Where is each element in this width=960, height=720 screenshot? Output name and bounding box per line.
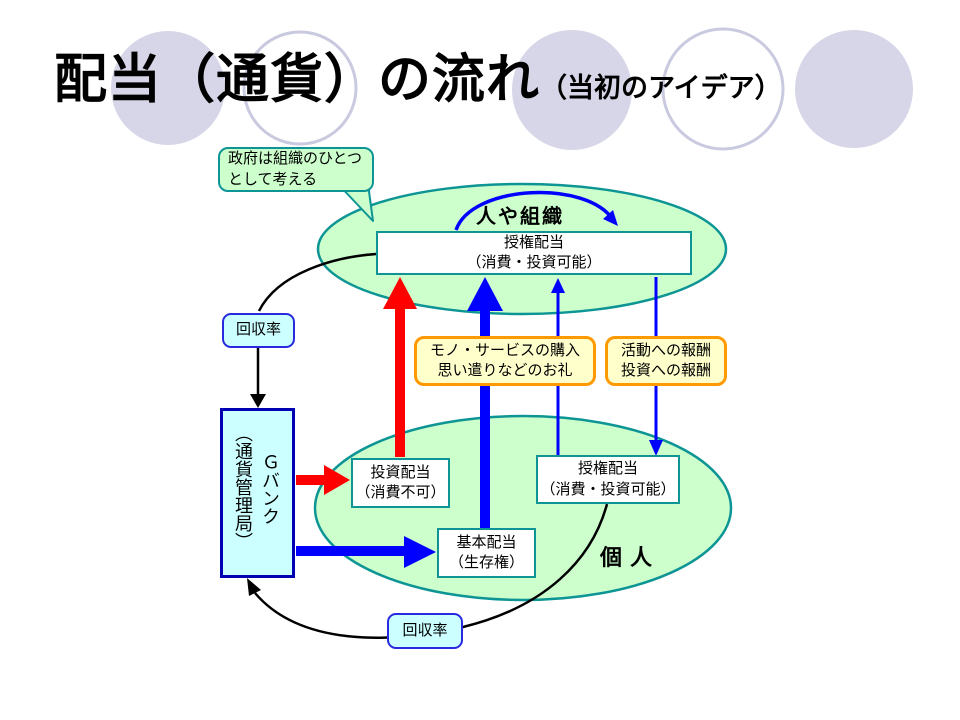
org-dividend-line-1: 授権配当 — [503, 233, 564, 251]
title-main-text: 配当（通貨）の流れ — [54, 50, 540, 109]
red-arrow-horizontal-shaft — [296, 475, 326, 485]
reward-line-1: 活動への報酬 — [620, 341, 711, 359]
deco-circle-filled-2 — [512, 30, 632, 150]
deco-circle-filled-3 — [795, 30, 913, 148]
thin-blue-up-head — [551, 278, 565, 293]
purchase-flow-box: モノ・サービスの購入 思い遣りなどのお礼 — [414, 336, 596, 386]
collection-rate-bottom-label: 回収率 — [402, 621, 448, 639]
red-arrow-vertical-shaft — [395, 306, 405, 457]
blue-arrow-horizontal-shaft — [296, 546, 406, 556]
collection-rate-bottom-box: 回収率 — [387, 613, 463, 649]
page-title: 配当（通貨）の流れ （当初のアイデア） — [54, 50, 782, 111]
callout-line-1: 政府は組織のひとつ — [228, 150, 362, 168]
collection-rate-top-label: 回収率 — [235, 321, 281, 339]
investment-dividend-box: 投資配当 （消費不可） — [351, 458, 450, 508]
org-authorized-dividend-box: 授権配当 （消費・投資可能） — [376, 231, 692, 275]
deco-circle-filled-1 — [111, 31, 225, 145]
individual-authorized-dividend-box: 授権配当 （消費・投資可能） — [536, 455, 680, 504]
blue-arrow-horizontal-head — [404, 536, 436, 568]
ind-authorized-line-1: 授権配当 — [577, 460, 638, 478]
basic-line-1: 基本配当 — [456, 533, 517, 551]
investment-line-2: （消費不可） — [355, 484, 446, 501]
red-arrow-vertical-head — [383, 277, 417, 309]
callout-line-2: として考える — [228, 170, 318, 188]
gbank-name-vertical-label: Ｇバンク — [260, 453, 280, 525]
basic-dividend-box: 基本配当 （生存権） — [437, 528, 536, 578]
deco-circle-outline-2 — [661, 27, 785, 151]
purchase-line-1: モノ・サービスの購入 — [429, 341, 580, 359]
reward-flow-box: 活動への報酬 投資への報酬 — [605, 336, 727, 386]
org-dividend-line-2: （消費・投資可能） — [466, 254, 602, 271]
blue-arrow-vertical-head — [467, 277, 503, 311]
deco-circle-outline-1 — [242, 30, 358, 146]
org-cycle-arrowhead — [603, 210, 618, 226]
government-callout: 政府は組織のひとつ として考える — [218, 147, 374, 192]
org-group-label: 人や組織 — [476, 206, 564, 228]
title-sub-text: （当初のアイデア） — [540, 73, 782, 103]
reward-line-2: 投資への報酬 — [620, 362, 711, 379]
red-arrow-horizontal-head — [324, 465, 350, 495]
black-curve-top — [257, 252, 377, 312]
black-arrowhead-bottom — [247, 578, 261, 596]
black-arrowhead-top — [250, 394, 266, 408]
thin-blue-down-head — [649, 440, 663, 456]
basic-line-2: （生存権） — [448, 554, 524, 571]
ind-authorized-line-2: （消費・投資可能） — [540, 480, 676, 498]
gbank-box: （通貨管理局） Ｇバンク — [220, 408, 295, 578]
org-cycle-arc — [454, 190, 615, 231]
blue-arrow-vertical-shaft — [480, 308, 490, 528]
gbank-dept-vertical-label: （通貨管理局） — [233, 424, 253, 550]
purchase-line-2: 思い遣りなどのお礼 — [437, 362, 573, 379]
investment-line-1: 投資配当 — [370, 463, 431, 481]
individual-group-label: 個人 — [600, 545, 661, 570]
collection-rate-top-box: 回収率 — [222, 313, 295, 348]
